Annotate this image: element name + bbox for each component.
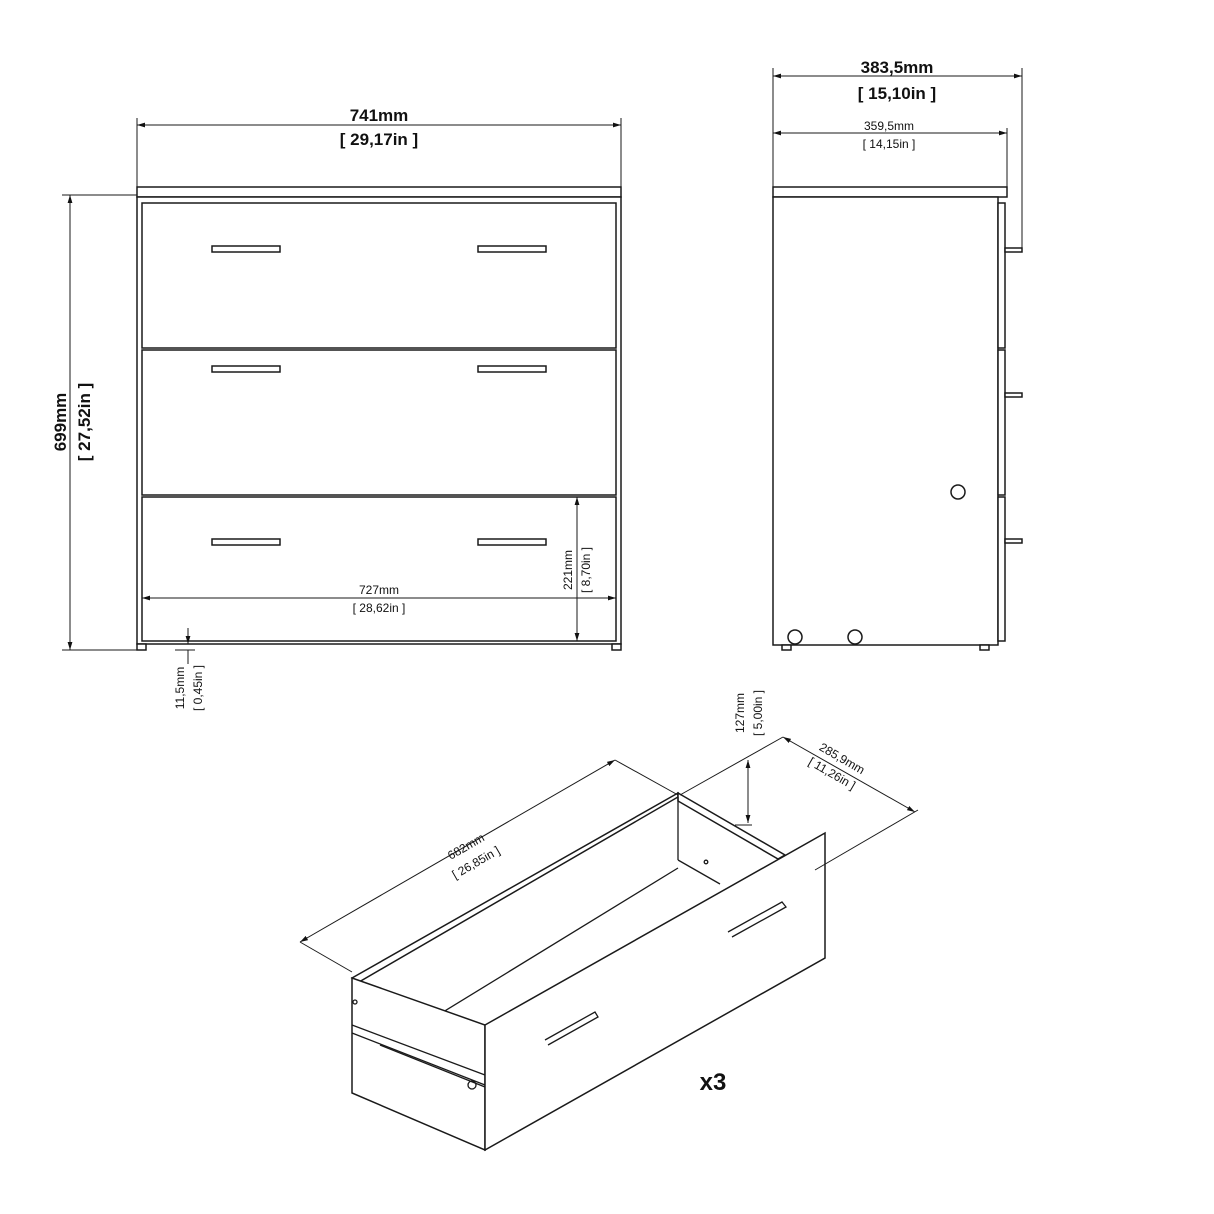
depth-total-in-label: [ 15,10in ] xyxy=(858,84,936,103)
depth-body-mm-label: 359,5mm xyxy=(864,119,914,133)
foot-left xyxy=(136,643,147,651)
wheel-icon xyxy=(787,629,803,645)
drawer-handle xyxy=(544,1011,599,1046)
inner-width-mm-label: 727mm xyxy=(359,583,399,597)
quantity-label: x3 xyxy=(700,1069,727,1096)
drawer-height-mm-label: 127mm xyxy=(733,693,747,733)
side-view: 383,5mm [ 15,10in ] 359,5mm [ 14,15in ] xyxy=(772,58,1023,651)
foot-height-in-label: [ 0,45in ] xyxy=(191,665,205,711)
side-handle xyxy=(1004,247,1023,253)
handles xyxy=(211,245,547,546)
height-in-label: [ 27,52in ] xyxy=(75,383,94,461)
inner-width-in-label: [ 28,62in ] xyxy=(353,601,406,615)
drawer-height-mm-label: 221mm xyxy=(561,550,575,590)
foot-height-mm-label: 11,5mm xyxy=(173,667,187,709)
foot-right xyxy=(611,643,622,651)
front-view: 741mm [ 29,17in ] 699mm [ 27,52in ] 727m… xyxy=(51,106,622,711)
drawer-height-in-label: [ 5,00in ] xyxy=(751,690,765,736)
cam-lock-icon xyxy=(950,484,966,500)
height-mm-label: 699mm xyxy=(51,393,70,452)
drawer-handle xyxy=(727,901,787,938)
top-board xyxy=(136,186,622,198)
drawer-front-panel xyxy=(484,831,826,1152)
drawer-isometric: 682mm [ 26,85in ] 127mm [ 5,00in ] 285,9… xyxy=(299,690,919,1152)
width-mm-label: 741mm xyxy=(350,106,409,125)
drawer-front-2 xyxy=(141,349,617,496)
wheel-icon xyxy=(847,629,863,645)
depth-body-in-label: [ 14,15in ] xyxy=(863,137,916,151)
side-handle xyxy=(1004,538,1023,544)
side-top-board xyxy=(772,186,1008,198)
width-in-label: [ 29,17in ] xyxy=(340,130,418,149)
drawer-side-top xyxy=(677,791,787,860)
side-panel xyxy=(772,196,999,646)
drawer-front-3 xyxy=(141,496,617,642)
drawer-height-in-label: [ 8,70in ] xyxy=(579,547,593,593)
drawer-side-panel xyxy=(351,976,486,1152)
side-handle xyxy=(1004,392,1023,398)
drawer-front-1 xyxy=(141,202,617,349)
depth-total-mm-label: 383,5mm xyxy=(861,58,934,77)
